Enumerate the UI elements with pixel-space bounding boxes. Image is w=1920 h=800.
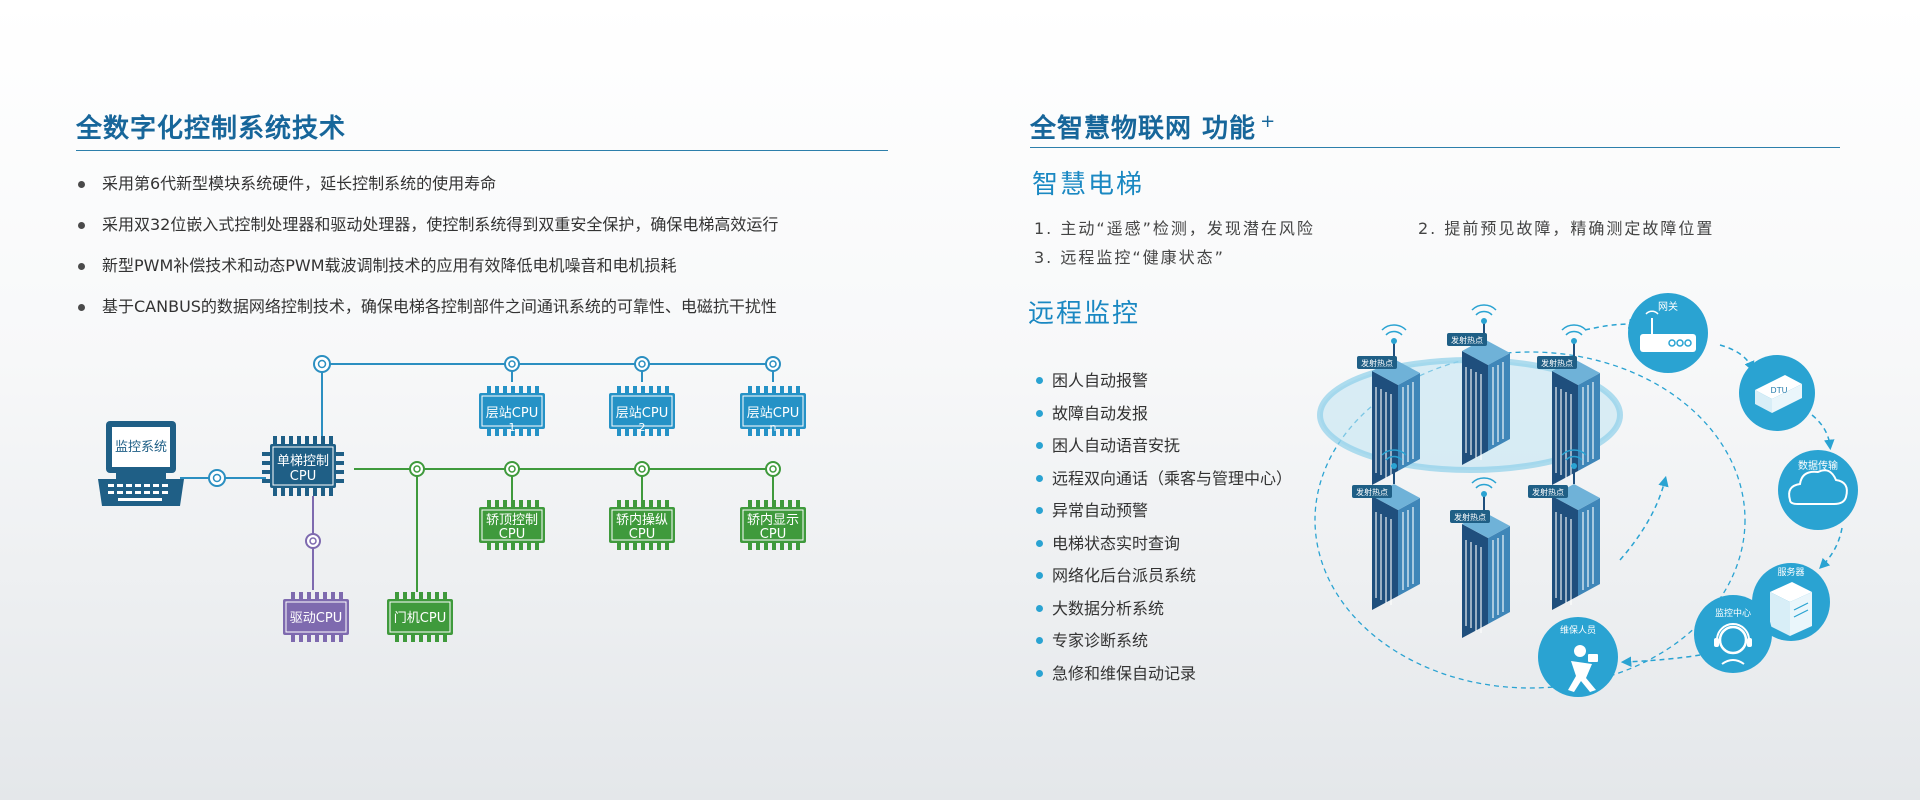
left-feature-item: 采用第6代新型模块系统硬件，延长控制系统的使用寿命 bbox=[76, 173, 896, 214]
hotspot-tag: 发射热点 bbox=[1450, 510, 1490, 523]
remote-feature-item: 网络化后台派员系统 bbox=[1034, 566, 1292, 599]
dtu-box-icon bbox=[1755, 375, 1802, 413]
left-feature-item: 新型PWM补偿技术和动态PWM载波调制技术的应用有效降低电机噪音和电机损耗 bbox=[76, 255, 896, 296]
smart-feature-item: 3. 远程监控“健康状态” bbox=[1034, 248, 1225, 267]
smart-elevator-title: 智慧电梯 bbox=[1032, 170, 1145, 200]
remote-feature-item: 大数据分析系统 bbox=[1034, 599, 1292, 632]
hotspot-tag-text: 发射热点 bbox=[1532, 487, 1564, 497]
right-section-title-text: 全智慧物联网 功能 bbox=[1030, 114, 1257, 144]
dtu-node: DTU bbox=[1739, 355, 1815, 431]
hotspot-tag-text: 发射热点 bbox=[1451, 335, 1483, 345]
hall-cpu-label: 层站CPU bbox=[747, 406, 799, 421]
dtu-label: DTU bbox=[1771, 386, 1788, 395]
car-cpu-label: 轿内显示 bbox=[747, 512, 799, 528]
left-feature-item: 基于CANBUS的数据网络控制技术，确保电梯各控制部件之间通讯系统的可靠性、电磁… bbox=[76, 296, 896, 337]
server-node: 服务器 bbox=[1752, 563, 1830, 641]
drive-cpu-label: 驱动CPU bbox=[290, 611, 342, 626]
hotspot-tag: 发射热点 bbox=[1447, 333, 1487, 346]
door-cpu-label: 门机CPU bbox=[394, 611, 446, 626]
server-icon bbox=[1770, 582, 1812, 636]
smart-feature-item: 1. 主动“遥感”检测，发现潜在风险 bbox=[1034, 219, 1315, 238]
hall-cpu-label: 层站CPU bbox=[486, 406, 538, 421]
hotspot-tag-text: 发射热点 bbox=[1361, 358, 1393, 368]
smart-feature-item: 2. 提前预见故障，精确测定故障位置 bbox=[1418, 219, 1715, 238]
hotspot-tag-text: 发射热点 bbox=[1454, 512, 1486, 522]
hotspot-tag-text: 发射热点 bbox=[1356, 487, 1388, 497]
hotspot-tag: 发射热点 bbox=[1537, 356, 1577, 369]
remote-monitoring-title: 远程监控 bbox=[1028, 299, 1141, 329]
remote-feature-item: 电梯状态实时查询 bbox=[1034, 534, 1292, 567]
right-title-rule bbox=[1030, 147, 1840, 148]
building-icon bbox=[1461, 304, 1511, 466]
hotspot-tag: 发射热点 bbox=[1352, 485, 1392, 498]
building-icon bbox=[1371, 324, 1421, 486]
remote-feature-item: 远程双向通话（乘客与管理中心） bbox=[1034, 469, 1292, 502]
car-cpu-label: 轿顶控制 bbox=[486, 513, 538, 528]
hall-cpu-number: 2 bbox=[639, 421, 646, 434]
maintenance-staff-label: 维保人员 bbox=[1560, 624, 1596, 636]
hall-cpu-number: 1 bbox=[509, 421, 516, 434]
remote-feature-item: 困人自动报警 bbox=[1034, 371, 1292, 404]
remote-feature-item: 急修和维保自动记录 bbox=[1034, 664, 1292, 697]
monitor-system-label: 监控系统 bbox=[115, 440, 167, 455]
gateway-label: 网关 bbox=[1658, 300, 1678, 313]
iot-network-diagram: 发射热点 发射热点 发射热点 发射热点 发射热点 发射热点 网关 DTU 数据传… bbox=[1314, 293, 1858, 697]
main-cpu-label: CPU bbox=[290, 469, 316, 484]
monitor-computer-icon bbox=[98, 421, 184, 506]
data-transfer-node: 数据传输 bbox=[1778, 450, 1858, 530]
monitoring-center-label: 监控中心 bbox=[1715, 607, 1751, 619]
remote-feature-item: 专家诊断系统 bbox=[1034, 631, 1292, 664]
hall-cpu-number: n bbox=[770, 421, 777, 434]
left-section-title: 全数字化控制系统技术 bbox=[76, 114, 347, 144]
left-feature-list: 采用第6代新型模块系统硬件，延长控制系统的使用寿命 采用双32位嵌入式控制处理器… bbox=[76, 173, 896, 337]
cloud-icon bbox=[1788, 469, 1848, 505]
building-icon bbox=[1461, 477, 1511, 639]
building-icon bbox=[1551, 324, 1601, 486]
main-cpu-label: 单梯控制 bbox=[277, 454, 329, 469]
gateway-node: 网关 bbox=[1628, 293, 1708, 373]
headset-operator-icon bbox=[1714, 623, 1752, 665]
server-label: 服务器 bbox=[1777, 566, 1804, 578]
remote-feature-item: 故障自动发报 bbox=[1034, 404, 1292, 437]
left-title-rule bbox=[76, 150, 888, 151]
worker-icon bbox=[1568, 645, 1598, 692]
plus-mark: + bbox=[1260, 111, 1277, 133]
data-transfer-label: 数据传输 bbox=[1798, 459, 1838, 472]
right-section-title: 全智慧物联网 功能+ bbox=[1030, 108, 1276, 145]
remote-feature-item: 困人自动语音安抚 bbox=[1034, 436, 1292, 469]
left-feature-item: 采用双32位嵌入式控制处理器和驱动处理器，使控制系统得到双重安全保护，确保电梯高… bbox=[76, 214, 896, 255]
car-cpu-label: CPU bbox=[760, 527, 786, 542]
remote-feature-list: 困人自动报警 故障自动发报 困人自动语音安抚 远程双向通话（乘客与管理中心） 异… bbox=[1034, 371, 1292, 696]
router-icon bbox=[1640, 310, 1696, 352]
main-cpu-chip bbox=[262, 436, 344, 496]
hotspot-tag-text: 发射热点 bbox=[1541, 358, 1573, 368]
car-cpu-label: CPU bbox=[629, 527, 655, 542]
remote-feature-item: 异常自动预警 bbox=[1034, 501, 1292, 534]
maintenance-staff-node: 维保人员 bbox=[1538, 617, 1618, 697]
hotspot-tag: 发射热点 bbox=[1528, 485, 1568, 498]
hall-cpu-label: 层站CPU bbox=[616, 406, 668, 421]
car-cpu-label: CPU bbox=[499, 527, 525, 542]
hotspot-tag: 发射热点 bbox=[1357, 356, 1397, 369]
car-cpu-label: 轿内操纵 bbox=[616, 512, 668, 528]
control-system-diagram: 监控系统 单梯控制 CPU 层站CPU 1 层站CPU 2 层站CPU n 轿顶… bbox=[98, 355, 806, 642]
monitoring-center-node: 监控中心 bbox=[1694, 595, 1772, 673]
